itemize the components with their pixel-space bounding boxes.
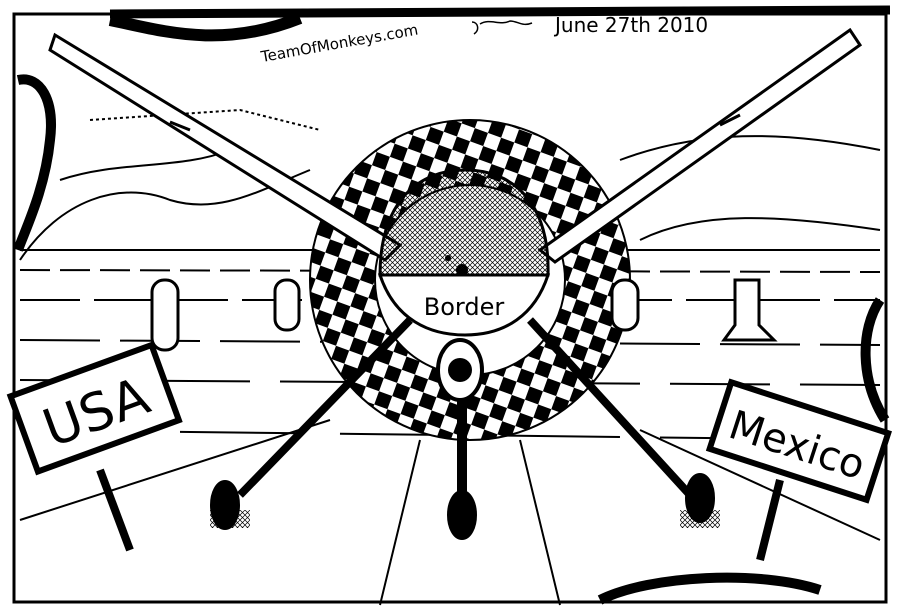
drone-wings	[48, 27, 863, 264]
header-credits: TeamOfMonkeys.com June 27th 2010	[259, 13, 709, 66]
mexico-sign: Mexico	[705, 378, 892, 561]
landing-gear	[210, 317, 720, 540]
date-text: June 27th 2010	[553, 13, 708, 37]
usa-sign: USA	[6, 341, 183, 552]
missiles	[150, 278, 778, 352]
drone-body: Border	[377, 168, 551, 402]
signature	[471, 20, 533, 35]
drone-label: Border	[424, 293, 505, 321]
maze-frame	[12, 5, 891, 605]
